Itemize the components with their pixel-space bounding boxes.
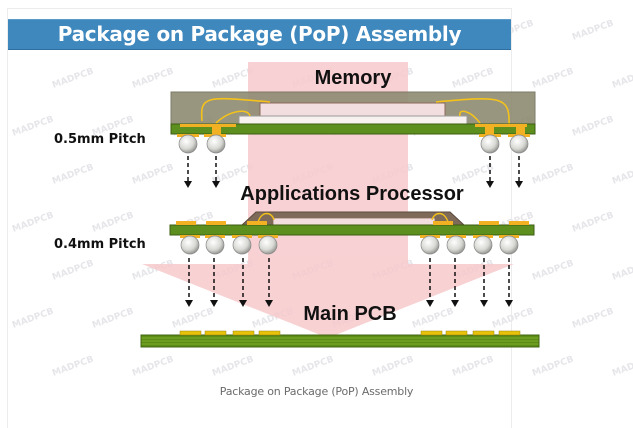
pad [176,221,196,225]
solder-ball [446,235,466,255]
pad [433,221,453,225]
title-banner: Package on Package (PoP) Assembly [8,19,511,50]
pad [479,221,499,225]
via [485,127,494,134]
bond-wire [200,97,271,122]
ap-die [272,217,436,226]
watermark-text: MADPCB [131,355,175,379]
main-pcb [140,330,540,348]
bond-wire [435,98,510,125]
watermark-text: MADPCB [91,307,135,331]
watermark-text: MADPCB [11,307,55,331]
applications-processor-label: Applications Processor [240,183,464,205]
watermark-text: MADPCB [571,115,615,139]
solder-ball [473,235,493,255]
bond-wire [215,110,251,124]
watermark-text: MADPCB [51,259,95,283]
watermark-text: MADPCB [51,163,95,187]
bottom-arrowheads [185,300,513,307]
memory-substrate [170,123,536,135]
solder-ball [509,134,529,154]
solder-ball [480,134,500,154]
watermark-text: MADPCB [291,355,335,379]
ap-package [169,211,535,255]
bond-wire [431,212,449,223]
solder-ball [258,235,278,255]
memory-label: Memory [315,67,393,89]
pcb-pad [179,330,202,336]
top-pitch-label: 0.5mm Pitch [54,132,146,147]
watermark-text: MADPCB [91,211,135,235]
watermark-text: MADPCB [531,259,575,283]
solder-ball [420,235,440,255]
watermark-text: MADPCB [611,355,633,379]
watermark-text: MADPCB [411,307,455,331]
bond-wire [459,110,481,124]
pcb-pad [204,330,227,336]
watermark-text: MADPCB [491,307,535,331]
pcb-pad [258,330,281,336]
watermark-text: MADPCB [571,19,615,43]
pad [206,221,226,225]
watermark-text: MADPCB [571,211,615,235]
watermark-text: MADPCB [451,355,495,379]
bottom-alignment-arrows [188,258,510,300]
solder-ball [178,134,198,154]
pad [509,221,529,225]
pcb-pad [472,330,495,336]
watermark-text: MADPCB [131,67,175,91]
watermark-text: MADPCB [211,355,255,379]
watermark-text: MADPCB [51,355,95,379]
watermark-text: MADPCB [451,67,495,91]
watermark-text: MADPCB [371,355,415,379]
pcb-pad [498,330,521,336]
pad [247,221,267,225]
main-pcb-label: Main PCB [303,303,396,325]
pcb-board [140,334,540,348]
watermark-text: MADPCB [571,307,615,331]
memory-die-top [259,102,446,117]
watermark-text: MADPCB [171,307,215,331]
solder-ball [499,235,519,255]
watermark-text: MADPCB [611,67,633,91]
solder-ball [205,235,225,255]
bond-wire [257,212,275,223]
arrow-head [142,264,514,338]
solder-ball [180,235,200,255]
pcb-pad [445,330,468,336]
via [212,127,221,134]
watermark-text: MADPCB [51,67,95,91]
watermark-text: MADPCB [11,211,55,235]
watermark-text: MADPCB [131,163,175,187]
bottom-pitch-label: 0.4mm Pitch [54,237,146,252]
watermark-text: MADPCB [611,163,633,187]
solder-ball [232,235,252,255]
via [516,127,525,134]
watermark-text: MADPCB [611,259,633,283]
ap-substrate [169,224,535,236]
memory-package [170,91,536,154]
watermark-text: MADPCB [531,163,575,187]
figure-caption: Package on Package (PoP) Assembly [219,385,414,398]
watermark-text: MADPCB [531,355,575,379]
pcb-pad [232,330,255,336]
pad [475,124,527,127]
solder-ball [206,134,226,154]
pcb-pad [420,330,443,336]
top-arrowheads [184,181,523,188]
watermark-text: MADPCB [531,67,575,91]
watermark-text: MADPCB [11,115,55,139]
pad [180,124,236,127]
